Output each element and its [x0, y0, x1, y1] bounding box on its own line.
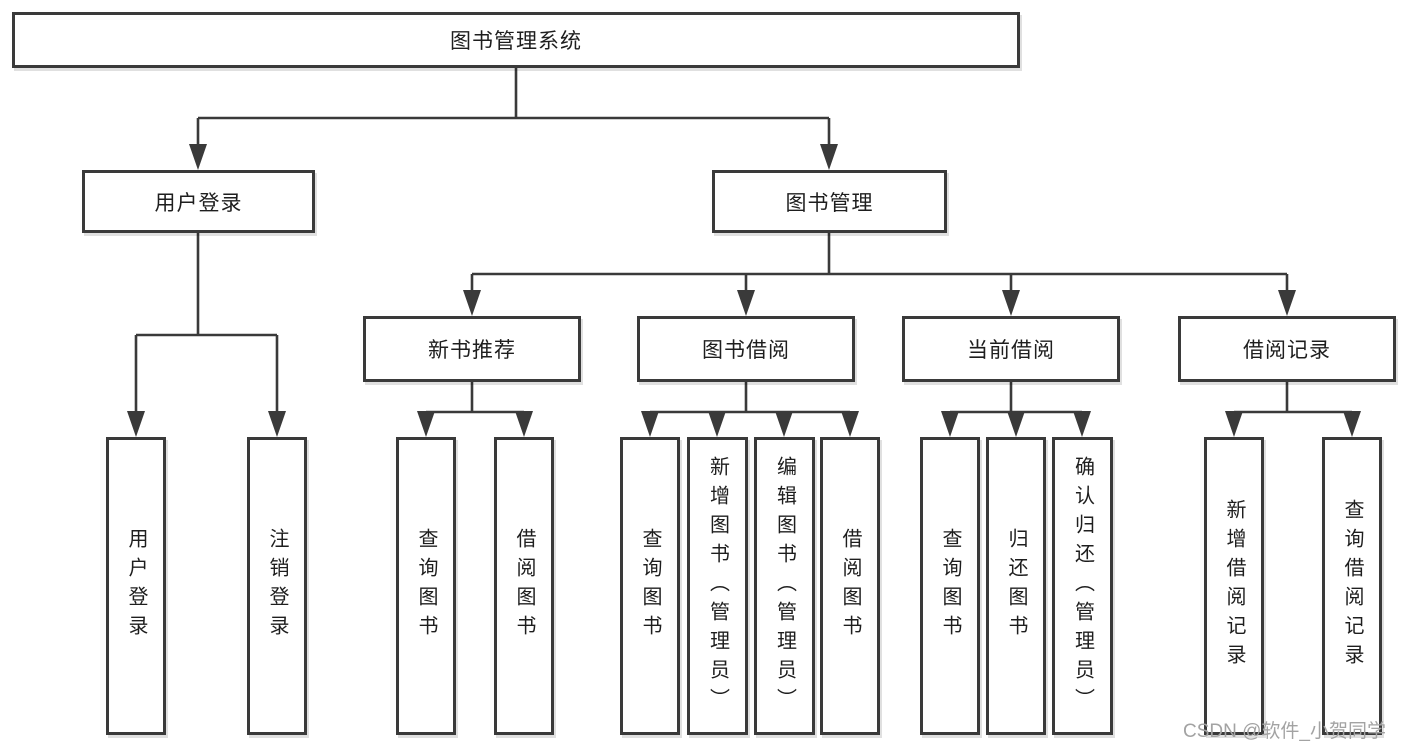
connector-records-group	[1234, 382, 1352, 414]
leaf-query-borrow-record: 查询借阅记录	[1322, 437, 1382, 735]
arrowhead-level1	[189, 144, 838, 170]
leaf-borrow-books: 借阅图书	[820, 437, 880, 735]
leaf-borrow-books-recommend: 借阅图书	[494, 437, 554, 735]
node-library-system: 图书管理系统	[12, 12, 1020, 68]
leaf-user-login: 用户登录	[106, 437, 166, 735]
connector-mgmt-to-level2	[470, 233, 1289, 292]
leaf-query-books-borrow: 查询图书	[620, 437, 680, 735]
connector-current-group	[950, 382, 1082, 414]
csdn-watermark: CSDN @软件_小贺同学	[1183, 721, 1386, 742]
arrowhead-borrow-group	[641, 411, 859, 437]
leaf-confirm-return-admin: 确认归还（管理员）	[1052, 437, 1113, 735]
leaf-logout-login: 注销登录	[247, 437, 307, 735]
node-book-borrow: 图书借阅	[637, 316, 855, 382]
connector-borrow-group	[650, 382, 850, 414]
arrowhead-login-leaves	[127, 411, 286, 437]
node-new-book-recommend: 新书推荐	[363, 316, 581, 382]
connector-login-to-leaves	[134, 233, 279, 414]
leaf-query-books-recommend: 查询图书	[396, 437, 456, 735]
leaf-return-books: 归还图书	[986, 437, 1046, 735]
arrowhead-current-group	[941, 411, 1091, 437]
node-current-borrow: 当前借阅	[902, 316, 1120, 382]
node-borrow-records: 借阅记录	[1178, 316, 1396, 382]
arrowhead-records-group	[1225, 411, 1361, 437]
arrowhead-level2	[463, 290, 1296, 316]
node-user-login: 用户登录	[82, 170, 315, 233]
leaf-add-books-admin: 新增图书（管理员）	[687, 437, 748, 735]
leaf-add-borrow-record: 新增借阅记录	[1204, 437, 1264, 735]
connector-recommend-group	[426, 382, 524, 414]
arrowhead-recommend-group	[417, 411, 533, 437]
leaf-query-books-current: 查询图书	[920, 437, 980, 735]
leaf-edit-books-admin: 编辑图书（管理员）	[754, 437, 815, 735]
connector-root-to-level1	[196, 68, 831, 146]
node-book-management: 图书管理	[712, 170, 947, 233]
